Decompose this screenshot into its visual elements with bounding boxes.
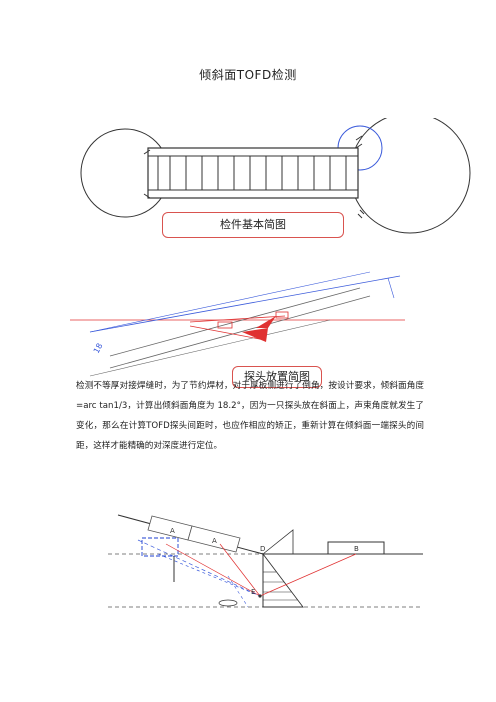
figure2-caption: 探头放置简图 xyxy=(232,366,322,388)
figure-geometry-sketch: A A B D E xyxy=(108,514,423,608)
probe-b-label: B xyxy=(354,545,359,553)
figure1-caption: 检件基本简图 xyxy=(162,212,344,238)
figure2-angle-label: 18 xyxy=(92,342,105,355)
body-paragraph: 检测不等厚对接焊缝时，为了节约焊材，对于厚板侧进行了倒角，按设计要求，倾斜面角度… xyxy=(76,381,424,451)
probe-a1-label: A xyxy=(170,527,175,535)
page-title: 倾斜面TOFD检测 xyxy=(199,68,297,82)
figure-probe-placement: 18 xyxy=(70,271,405,377)
probe-a2-label: A xyxy=(212,537,217,545)
point-e-label: E xyxy=(251,588,255,596)
figure-component-sketch xyxy=(80,118,471,234)
point-d-label: D xyxy=(260,545,265,553)
